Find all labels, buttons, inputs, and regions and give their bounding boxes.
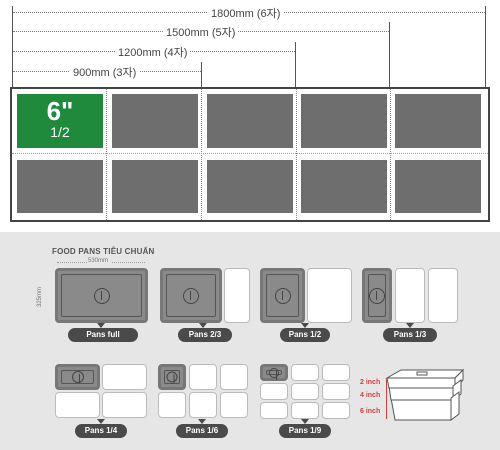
dim-label-900: 900mm (3자) bbox=[70, 64, 140, 80]
dim-label-1500: 1500mm (5자) bbox=[163, 24, 239, 40]
pan-layout-grid: 6" 1/2 bbox=[10, 87, 490, 222]
pan-empty-slot bbox=[220, 392, 248, 418]
width-dim-line bbox=[57, 262, 87, 263]
pan-1-4-lid bbox=[55, 364, 100, 390]
knob-icon bbox=[166, 371, 178, 384]
pan-empty-slot bbox=[260, 402, 288, 419]
pan-cell bbox=[301, 160, 387, 213]
knob-icon bbox=[71, 371, 84, 383]
pan-label-1-2: Pans 1/2 bbox=[280, 328, 330, 342]
dim-label-1200: 1200mm (4자) bbox=[115, 44, 191, 60]
pan-empty-slot bbox=[291, 364, 319, 381]
pan-cell bbox=[395, 160, 481, 213]
left-edge-tick bbox=[12, 6, 13, 88]
pan-empty-slot bbox=[55, 392, 100, 418]
pan-empty-slot bbox=[224, 268, 250, 323]
pan-label-1-9: Pans 1/9 bbox=[279, 424, 331, 438]
knob-icon bbox=[274, 287, 291, 304]
pan-1-6-lid bbox=[158, 364, 186, 390]
pointer-icon bbox=[301, 323, 309, 328]
counter-layout-section: 1800mm (6자) 1500mm (5자) 1200mm (4자) 900m… bbox=[10, 5, 490, 222]
tick-1200 bbox=[295, 42, 296, 88]
pan-cell bbox=[112, 94, 198, 148]
knob-icon bbox=[183, 287, 199, 304]
knob-icon bbox=[93, 287, 110, 304]
pan-fraction-label: 1/2 bbox=[50, 124, 70, 140]
pan-empty-slot bbox=[102, 364, 147, 390]
depth-label-4inch: 4 inch bbox=[360, 392, 381, 399]
pan-label-1-3: Pans 1/3 bbox=[383, 328, 437, 342]
pan-label-1-4: Pans 1/4 bbox=[75, 424, 127, 438]
pointer-icon bbox=[198, 419, 206, 424]
pan-empty-slot bbox=[395, 268, 425, 323]
pointer-icon bbox=[406, 323, 414, 328]
pointer-icon bbox=[97, 419, 105, 424]
pan-2-3-lid bbox=[160, 268, 222, 323]
depth-label-6inch: 6 inch bbox=[360, 408, 381, 415]
pan-cell bbox=[17, 160, 103, 213]
pan-empty-slot bbox=[291, 383, 319, 400]
knob-icon bbox=[269, 367, 279, 380]
pan-1-2-lid bbox=[260, 268, 305, 323]
pan-empty-slot bbox=[322, 402, 350, 419]
tick-1800 bbox=[485, 6, 486, 88]
pan-6inch-shape bbox=[390, 397, 452, 421]
section-title: FOOD PANS TIÊU CHUẨN bbox=[52, 247, 155, 256]
pan-side-shape bbox=[450, 391, 460, 421]
width-note: 530mm bbox=[88, 258, 109, 264]
pan-cell bbox=[112, 160, 198, 213]
stacked-pans-illustration bbox=[385, 368, 465, 421]
pan-empty-slot bbox=[189, 364, 217, 390]
pan-2inch-shape bbox=[386, 377, 456, 389]
pan-full-lid bbox=[55, 268, 148, 323]
pan-empty-slot bbox=[260, 383, 288, 400]
pan-1-3-lid bbox=[362, 268, 392, 323]
pointer-icon bbox=[199, 323, 207, 328]
depth-marker-line bbox=[386, 379, 387, 419]
pan-cell bbox=[207, 160, 293, 213]
pan-empty-slot bbox=[291, 402, 319, 419]
pan-empty-slot bbox=[322, 364, 350, 381]
pan-cell bbox=[395, 94, 481, 148]
pan-cell bbox=[207, 94, 293, 148]
pan-label-2-3: Pans 2/3 bbox=[178, 328, 232, 342]
handle-icon bbox=[416, 371, 428, 376]
width-dim-line bbox=[112, 262, 145, 263]
pan-cell bbox=[301, 94, 387, 148]
pan-empty-slot bbox=[102, 392, 147, 418]
grid-divider bbox=[12, 153, 488, 154]
pan-empty-slot bbox=[158, 392, 186, 418]
height-note: 325mm bbox=[37, 286, 44, 308]
grid-divider bbox=[106, 89, 107, 220]
depth-label-2inch: 2 inch bbox=[360, 379, 381, 386]
tick-1500 bbox=[389, 22, 390, 88]
dim-label-1800: 1800mm (6자) bbox=[208, 5, 284, 21]
grid-divider bbox=[296, 89, 297, 220]
pan-empty-slot bbox=[307, 268, 352, 323]
pan-empty-slot bbox=[220, 364, 248, 390]
pointer-icon bbox=[97, 323, 105, 328]
pan-1-9-lid bbox=[260, 364, 288, 381]
knob-icon bbox=[369, 287, 385, 304]
pointer-icon bbox=[301, 419, 309, 424]
pan-depth-label: 6" bbox=[46, 96, 74, 126]
pan-empty-slot bbox=[322, 383, 350, 400]
grid-divider bbox=[390, 89, 391, 220]
pan-empty-slot bbox=[189, 392, 217, 418]
highlight-pan-cell: 6" 1/2 bbox=[17, 94, 103, 148]
pan-empty-slot bbox=[428, 268, 458, 323]
pan-label-1-6: Pans 1/6 bbox=[176, 424, 228, 438]
pan-label-full: Pans full bbox=[68, 328, 138, 342]
grid-divider bbox=[201, 89, 202, 220]
tick-900 bbox=[201, 62, 202, 88]
